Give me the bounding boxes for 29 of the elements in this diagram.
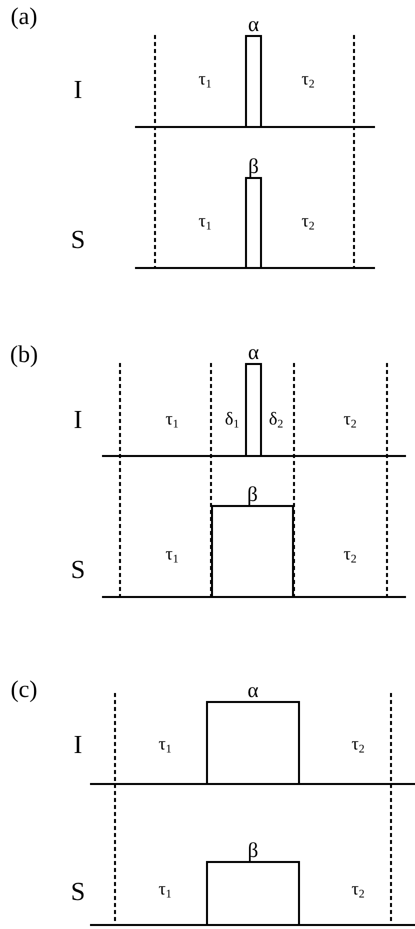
- delay-label: τ$_{1}$: [158, 734, 172, 756]
- pulse-label: α: [248, 14, 259, 34]
- delay-label: τ$_{2}$: [351, 734, 365, 756]
- delay-label: τ$_{1}$: [165, 410, 179, 430]
- pulse-label: α: [248, 680, 258, 700]
- channel-label: I: [74, 77, 82, 103]
- delay-label: τ$_{2}$: [351, 880, 365, 900]
- delay-label: τ$_{1}$: [158, 880, 172, 900]
- channel-label: S: [70, 879, 86, 905]
- channel-label: S: [70, 557, 86, 583]
- delay-label: τ$_{1}$: [198, 212, 212, 232]
- delay-label: τ$_{2}$: [301, 70, 315, 90]
- panel-label: (b): [10, 343, 38, 367]
- delay-label: δ$_{1}$: [224, 410, 240, 430]
- channel-label: I: [74, 732, 82, 758]
- panel-label: (c): [10, 678, 38, 702]
- panel-label: (a): [10, 5, 38, 29]
- pulse-label: β: [248, 156, 259, 176]
- delay-label: τ$_{2}$: [343, 410, 357, 430]
- delay-label: τ$_{2}$: [301, 212, 315, 232]
- delay-label: δ$_{2}$: [268, 410, 284, 430]
- delay-label: τ$_{1}$: [165, 544, 179, 566]
- pulse-label: β: [247, 484, 258, 504]
- pulse-label: α: [248, 342, 259, 362]
- channel-label: I: [74, 407, 82, 433]
- pulse-label: β: [248, 840, 258, 860]
- delay-label: τ$_{2}$: [343, 544, 357, 566]
- delay-label: τ$_{1}$: [198, 70, 212, 90]
- channel-label: S: [70, 227, 86, 253]
